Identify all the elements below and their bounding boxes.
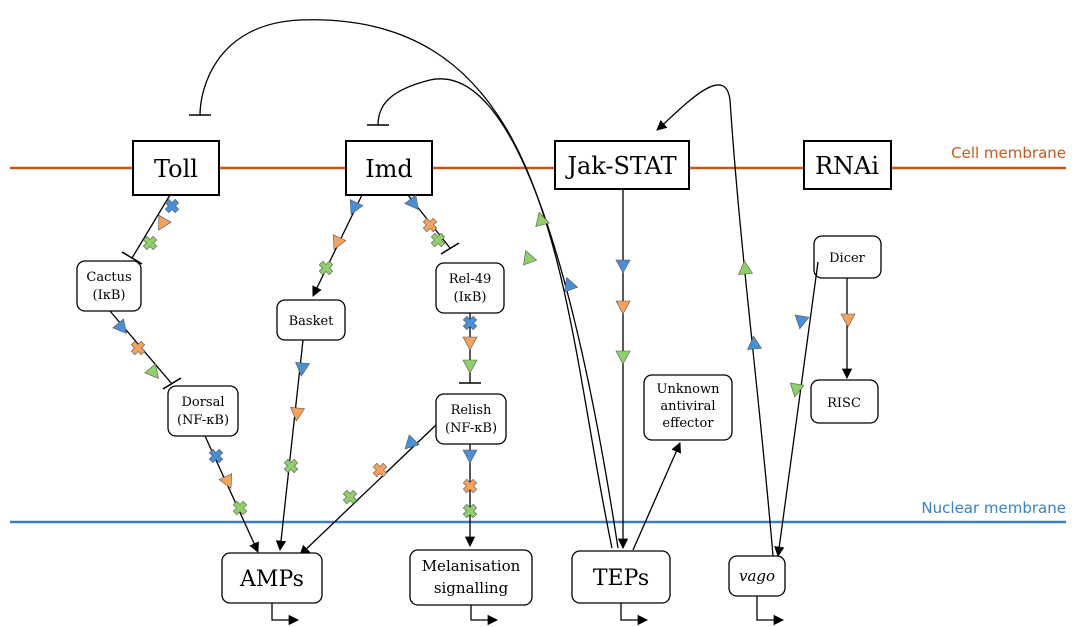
orange-cross-icon <box>130 340 146 356</box>
toll-receptor: Toll <box>132 140 220 196</box>
dorsal-sublabel: (NF-κB) <box>177 413 229 428</box>
svg-text:Toll: Toll <box>154 155 198 183</box>
unknown-label-2: antiviral <box>660 399 715 414</box>
risc-box <box>810 379 879 424</box>
orange-cross-icon <box>462 478 478 494</box>
svg-text:signalling: signalling <box>434 579 509 597</box>
orange-triangle-icon <box>462 336 478 351</box>
teps-to-unknown-arrow <box>632 442 681 551</box>
rel49-sublabel: (IκB) <box>454 290 487 305</box>
rel49-label: Rel-49 <box>449 272 492 287</box>
green-triangle-icon <box>523 249 538 266</box>
dorsal-label: Dorsal <box>181 395 224 410</box>
melanisation-box: Melanisation signalling <box>409 549 533 606</box>
blue-triangle-icon <box>404 194 419 211</box>
unknown-label-3: effector <box>662 416 714 431</box>
svg-text:Melanisation: Melanisation <box>422 557 521 575</box>
teps-box: TEPs <box>571 550 671 604</box>
unknown-box <box>643 374 733 441</box>
pathway-markers <box>112 194 856 519</box>
blue-cross-icon <box>208 448 224 464</box>
teps-to-toll-inhibition <box>199 19 613 549</box>
green-triangle-icon <box>462 359 478 374</box>
dicer-label: Dicer <box>829 251 866 266</box>
cactus-label: Cactus <box>86 270 131 285</box>
dorsal-box <box>167 385 239 437</box>
blue-cross-icon <box>462 315 478 331</box>
green-triangle-icon <box>738 260 754 275</box>
risc-label: RISC <box>827 396 861 411</box>
green-cross-icon <box>462 503 478 519</box>
melan-transcription-arrow <box>470 605 499 626</box>
green-triangle-icon <box>789 382 805 398</box>
svg-text:AMPs: AMPs <box>239 567 304 592</box>
green-cross-icon <box>142 235 158 251</box>
green-cross-icon <box>430 232 446 248</box>
amps-box: AMPs <box>221 552 323 604</box>
rnai-receptor: RNAi <box>803 140 892 190</box>
orange-cross-icon <box>422 217 438 233</box>
orange-triangle-icon <box>615 300 631 315</box>
amps-transcription-arrow <box>271 603 300 626</box>
dicer-to-vago-arrow <box>774 261 819 558</box>
orange-cross-icon <box>372 462 388 478</box>
svg-text:vago: vago <box>739 567 775 585</box>
green-cross-icon <box>342 489 358 505</box>
imd-rel49-bar <box>440 242 460 255</box>
teps-transcription-arrow <box>620 603 649 626</box>
blue-triangle-icon <box>747 335 763 350</box>
orange-triangle-icon <box>218 473 233 489</box>
cactus-dorsal-bar <box>162 377 182 390</box>
basket-box <box>276 299 346 341</box>
vago-transcription-arrow <box>756 596 785 626</box>
toll-cactus-bar <box>121 251 143 265</box>
basket-label: Basket <box>289 314 335 329</box>
blue-triangle-icon <box>564 276 579 293</box>
green-cross-icon <box>232 500 248 516</box>
svg-text:TEPs: TEPs <box>593 566 649 591</box>
svg-text:Jak-STAT: Jak-STAT <box>564 152 676 180</box>
blue-triangle-icon <box>404 434 420 450</box>
blue-triangle-icon <box>794 314 810 330</box>
green-triangle-icon <box>615 350 631 365</box>
green-triangle-icon <box>535 211 550 228</box>
blue-cross-icon <box>164 198 180 214</box>
orange-triangle-icon <box>158 214 172 231</box>
orange-triangle-icon <box>290 407 306 422</box>
relish-label: Relish <box>451 403 492 418</box>
svg-text:RNAi: RNAi <box>815 152 879 180</box>
relish-sublabel: (NF-κB) <box>445 421 497 436</box>
nuclear-membrane-label: Nuclear membrane <box>921 499 1066 517</box>
cactus-box <box>76 260 142 312</box>
green-cross-icon <box>318 260 334 276</box>
blue-triangle-icon <box>112 318 127 334</box>
orange-triangle-icon <box>332 234 347 250</box>
imd-receptor: Imd <box>345 140 433 196</box>
jakstat-receptor: Jak-STAT <box>554 140 690 190</box>
cell-membrane-label: Cell membrane <box>951 144 1066 162</box>
orange-triangle-icon <box>840 313 856 328</box>
green-triangle-icon <box>144 363 159 379</box>
green-cross-icon <box>283 458 299 474</box>
cactus-sublabel: (IκB) <box>93 288 126 303</box>
blue-triangle-icon <box>295 362 311 377</box>
vago-box: vago <box>728 555 786 597</box>
teps-to-imd-inhibition <box>377 78 619 549</box>
blue-triangle-icon <box>349 199 364 215</box>
blue-triangle-icon <box>462 449 478 464</box>
basket-to-amps-arrow <box>275 339 304 552</box>
relish-box <box>435 393 507 445</box>
toll-to-cactus-inhibit <box>131 194 171 259</box>
unknown-label-1: Unknown <box>657 382 721 397</box>
svg-text:Imd: Imd <box>365 155 413 183</box>
blue-triangle-icon <box>615 259 631 274</box>
vago-to-jakstat-arrow <box>656 84 774 557</box>
rel49-box <box>435 262 505 314</box>
